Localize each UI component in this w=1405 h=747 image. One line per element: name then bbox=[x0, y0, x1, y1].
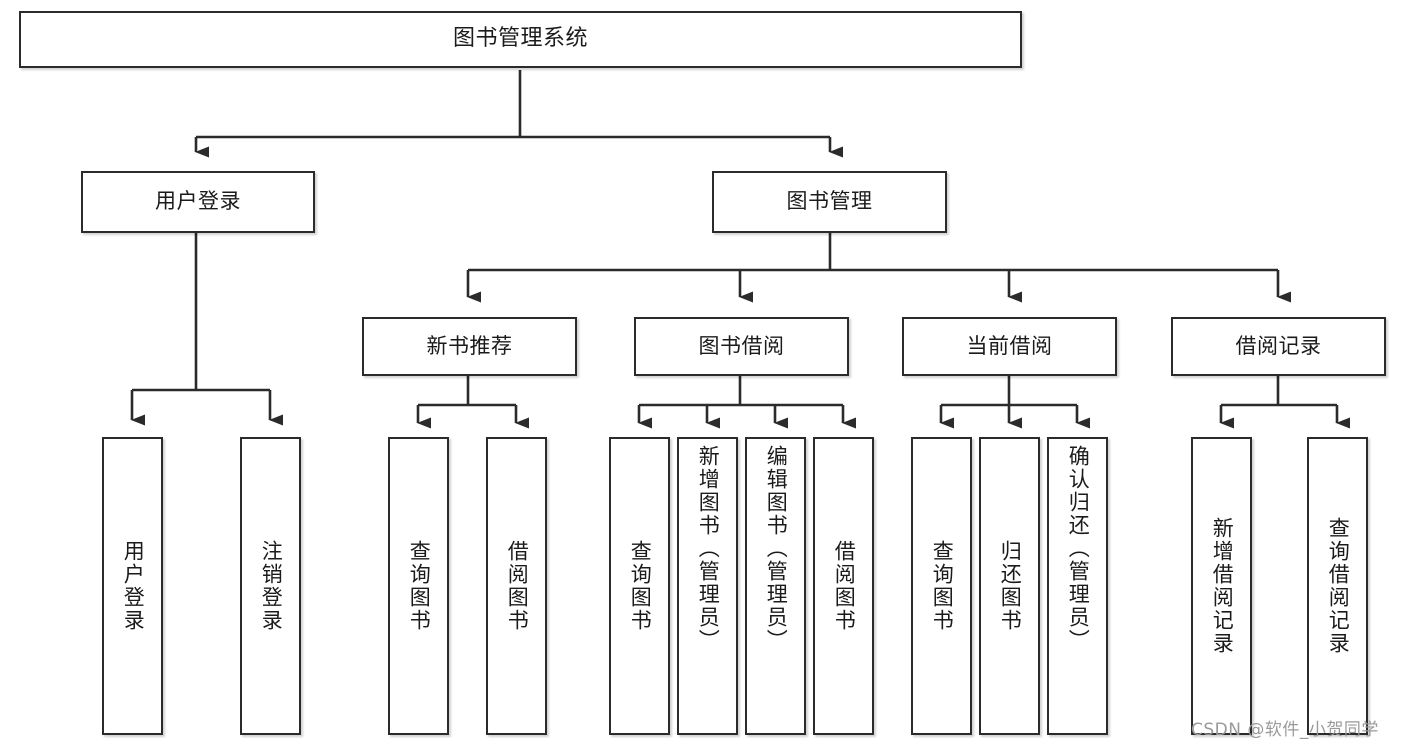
node-leaf-user-login-label: 用户登录 bbox=[121, 540, 146, 632]
node-leaf-query-book-2-label: 查询图书 bbox=[628, 540, 653, 632]
node-leaf-user-logout[interactable]: 注销登录 bbox=[240, 437, 301, 735]
node-book-borrow-label: 图书借阅 bbox=[698, 333, 785, 358]
node-user-login-label: 用户登录 bbox=[155, 189, 241, 214]
node-leaf-edit-book-label: 编辑图书（管理员） bbox=[764, 445, 789, 652]
node-borrow-record-label: 借阅记录 bbox=[1235, 333, 1322, 358]
node-book-manage[interactable]: 图书管理 bbox=[712, 171, 947, 233]
csdn-watermark: CSDN @软件_小贺同学 bbox=[1191, 720, 1379, 740]
node-book-borrow[interactable]: 图书借阅 bbox=[634, 317, 849, 376]
node-book-manage-label: 图书管理 bbox=[786, 189, 873, 214]
node-new-book-recommend[interactable]: 新书推荐 bbox=[362, 317, 577, 376]
node-leaf-add-book-label: 新增图书（管理员） bbox=[696, 445, 721, 652]
node-leaf-query-book-1-label: 查询图书 bbox=[407, 540, 432, 632]
node-leaf-add-record[interactable]: 新增借阅记录 bbox=[1191, 437, 1252, 735]
node-leaf-borrow-book-1-label: 借阅图书 bbox=[505, 540, 530, 632]
node-current-borrow[interactable]: 当前借阅 bbox=[902, 317, 1117, 376]
node-leaf-confirm-return-label: 确认归还（管理员） bbox=[1066, 445, 1091, 652]
node-leaf-query-book-3-label: 查询图书 bbox=[930, 540, 955, 632]
node-current-borrow-label: 当前借阅 bbox=[966, 333, 1053, 358]
node-leaf-query-book-1[interactable]: 查询图书 bbox=[388, 437, 449, 735]
node-leaf-add-book[interactable]: 新增图书（管理员） bbox=[677, 437, 738, 735]
node-leaf-borrow-book-2[interactable]: 借阅图书 bbox=[813, 437, 874, 735]
node-borrow-record[interactable]: 借阅记录 bbox=[1171, 317, 1386, 376]
node-leaf-borrow-book-1[interactable]: 借阅图书 bbox=[486, 437, 547, 735]
node-new-book-recommend-label: 新书推荐 bbox=[426, 333, 513, 358]
node-leaf-borrow-book-2-label: 借阅图书 bbox=[832, 540, 857, 632]
node-leaf-query-book-3[interactable]: 查询图书 bbox=[911, 437, 972, 735]
node-root[interactable]: 图书管理系统 bbox=[19, 11, 1022, 68]
node-leaf-query-book-2[interactable]: 查询图书 bbox=[609, 437, 670, 735]
node-leaf-return-book-label: 归还图书 bbox=[998, 540, 1023, 632]
node-leaf-edit-book[interactable]: 编辑图书（管理员） bbox=[745, 437, 806, 735]
node-leaf-user-logout-label: 注销登录 bbox=[259, 540, 284, 632]
node-leaf-add-record-label: 新增借阅记录 bbox=[1210, 517, 1235, 655]
node-leaf-return-book[interactable]: 归还图书 bbox=[979, 437, 1040, 735]
node-leaf-user-login[interactable]: 用户登录 bbox=[102, 437, 163, 735]
node-leaf-query-record-label: 查询借阅记录 bbox=[1326, 517, 1351, 655]
node-leaf-query-record[interactable]: 查询借阅记录 bbox=[1307, 437, 1368, 735]
node-root-label: 图书管理系统 bbox=[452, 26, 588, 52]
node-leaf-confirm-return[interactable]: 确认归还（管理员） bbox=[1047, 437, 1108, 735]
node-user-login[interactable]: 用户登录 bbox=[81, 171, 315, 233]
